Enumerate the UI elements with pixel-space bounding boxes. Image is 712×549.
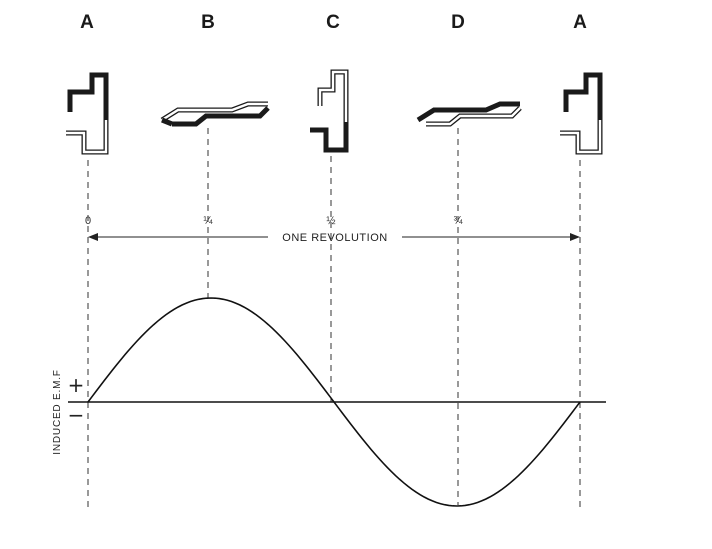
revolution-label: ONE REVOLUTION [282,232,387,244]
tick-label-three-quarter: ¾ [453,215,463,227]
position-label-b: B [201,12,215,33]
plus-sign: + [68,373,85,397]
coil-position-a [66,72,109,155]
coil-position-a-end [560,72,603,155]
tick-label-quarter: ¼ [203,215,213,227]
coil-position-b [160,101,270,127]
coil-position-c [310,69,349,153]
emf-sine-wave [87,297,581,507]
position-label-a-end: A [573,12,587,33]
tick-label-0: 0 [85,215,91,227]
tick-label-half: ½ [326,215,335,227]
y-axis-label: INDUCED E.M.F [52,369,63,454]
coil-position-d [416,101,522,127]
position-label-c: C [326,12,340,33]
position-label-a: A [80,12,94,33]
position-label-d: D [451,12,465,33]
revolution-arrow [88,233,580,241]
minus-sign: − [68,403,85,427]
